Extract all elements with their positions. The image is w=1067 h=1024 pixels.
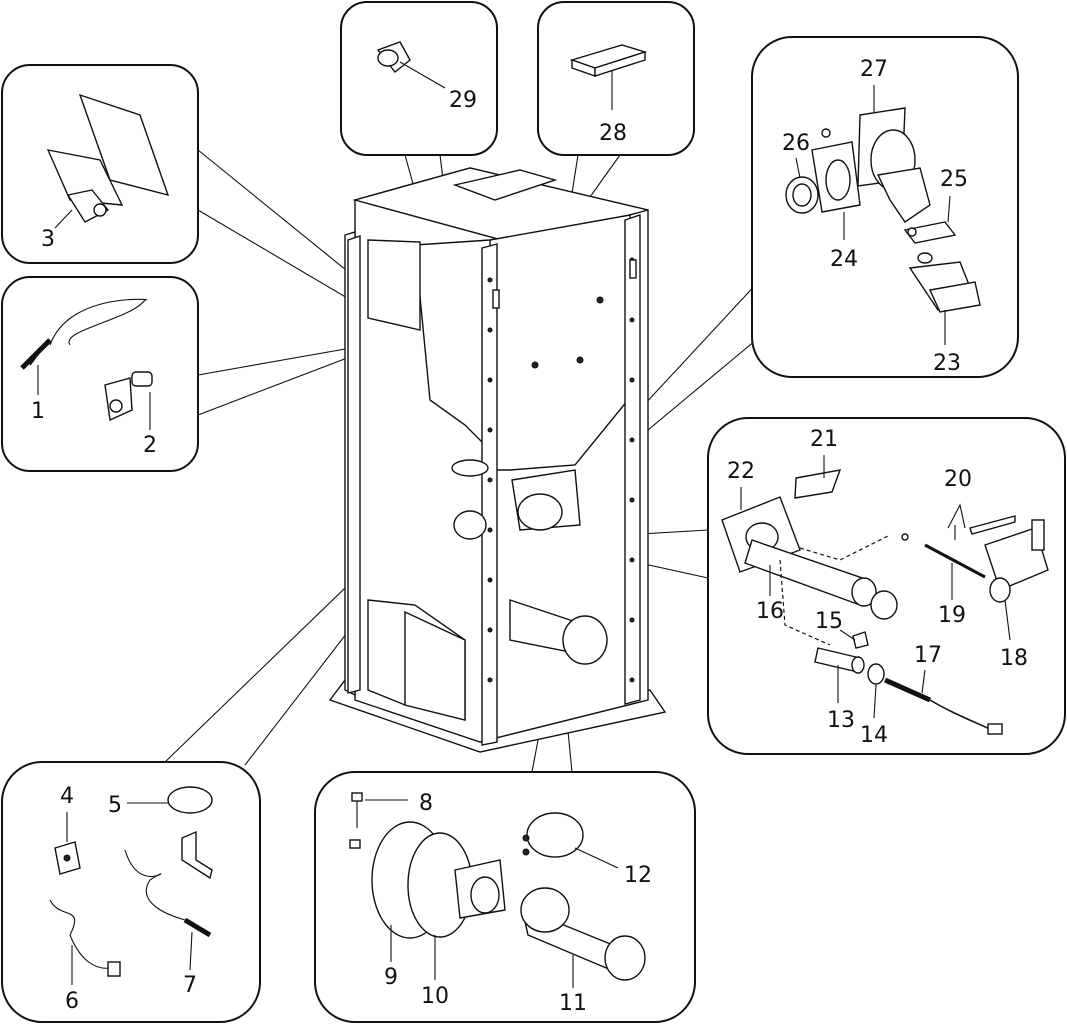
- callout-21: 21: [810, 427, 838, 452]
- panel-parts-13-22: 22 21 20 19 18 16 15 17 13 14: [707, 417, 1066, 755]
- panel-parts-23-27: 27 26 25 24 23: [751, 36, 1019, 378]
- callout-2: 2: [143, 433, 157, 458]
- panel-part-28: 28: [537, 1, 695, 156]
- callout-14: 14: [860, 723, 888, 748]
- panel-parts-8-12: 8 9 10 11 12: [314, 771, 696, 1023]
- callout-11: 11: [559, 991, 587, 1016]
- callout-15: 15: [815, 609, 843, 634]
- panel-parts-4-7: 4 5 6 7: [1, 761, 261, 1023]
- callout-7: 7: [183, 973, 197, 998]
- callout-16: 16: [756, 599, 784, 624]
- callout-8: 8: [419, 791, 433, 816]
- callout-1: 1: [31, 399, 45, 424]
- callout-27: 27: [860, 57, 888, 82]
- callout-29: 29: [449, 88, 477, 113]
- panel-part-3: 3: [1, 64, 199, 264]
- callout-10: 10: [421, 984, 449, 1009]
- callout-5: 5: [108, 793, 122, 818]
- callout-3: 3: [41, 227, 55, 252]
- callout-4: 4: [60, 784, 74, 809]
- panel-parts-1-2: 1 2: [1, 276, 199, 472]
- callout-20: 20: [944, 467, 972, 492]
- callout-26: 26: [782, 131, 810, 156]
- callout-24: 24: [830, 247, 858, 272]
- callout-19: 19: [938, 603, 966, 628]
- callout-28: 28: [599, 121, 627, 146]
- main-unit: [328, 167, 667, 753]
- callout-9: 9: [384, 965, 398, 990]
- callout-25: 25: [940, 167, 968, 192]
- callout-12: 12: [624, 863, 652, 888]
- callout-17: 17: [914, 643, 942, 668]
- callout-22: 22: [727, 459, 755, 484]
- callout-13: 13: [827, 708, 855, 733]
- callout-23: 23: [933, 351, 961, 376]
- panel-part-29: 29: [340, 1, 498, 156]
- callout-6: 6: [65, 989, 79, 1014]
- callout-18: 18: [1000, 646, 1028, 671]
